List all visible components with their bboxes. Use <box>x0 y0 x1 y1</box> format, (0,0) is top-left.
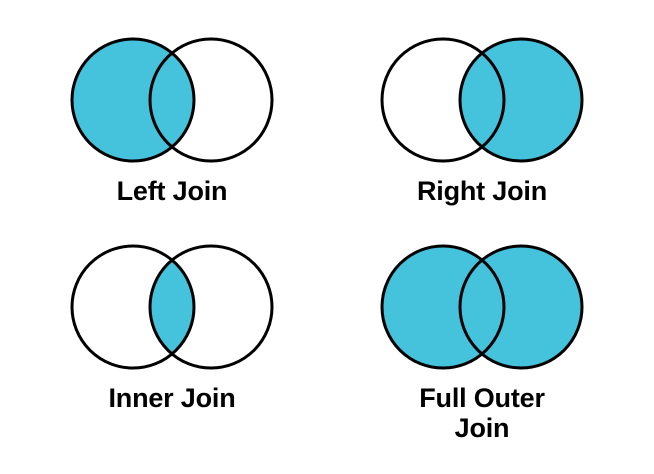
intersection-fill <box>150 246 194 368</box>
right-circle-outline <box>148 244 274 370</box>
left-circle-outline <box>70 37 196 163</box>
full-outer-join-label: Full Outer Join <box>419 383 545 444</box>
left-circle-outline <box>70 244 196 370</box>
left-circle-outline <box>380 244 506 370</box>
intersection-fill <box>150 39 194 161</box>
venn-panel-right-join: Right Join <box>332 30 632 206</box>
right-join-label: Right Join <box>417 176 547 206</box>
inner-join-label: Inner Join <box>108 383 236 413</box>
intersection-fill <box>460 39 504 161</box>
right-circle-outline <box>148 37 274 163</box>
left-circle-outline <box>380 37 506 163</box>
full-outer-join-venn-figure <box>380 244 584 370</box>
venn-panel-inner-join: Inner Join <box>22 237 322 413</box>
left-join-label: Left Join <box>116 176 228 206</box>
left-join-venn-figure <box>70 37 274 163</box>
right-circle-outline <box>458 37 584 163</box>
venn-panel-left-join: Left Join <box>22 30 322 206</box>
right-circle-outline <box>458 244 584 370</box>
venn-panel-full-outer-join: Full Outer Join <box>332 237 632 443</box>
right-join-venn-figure <box>380 37 584 163</box>
inner-join-venn-figure <box>70 244 274 370</box>
right-circle-fill <box>460 246 582 368</box>
